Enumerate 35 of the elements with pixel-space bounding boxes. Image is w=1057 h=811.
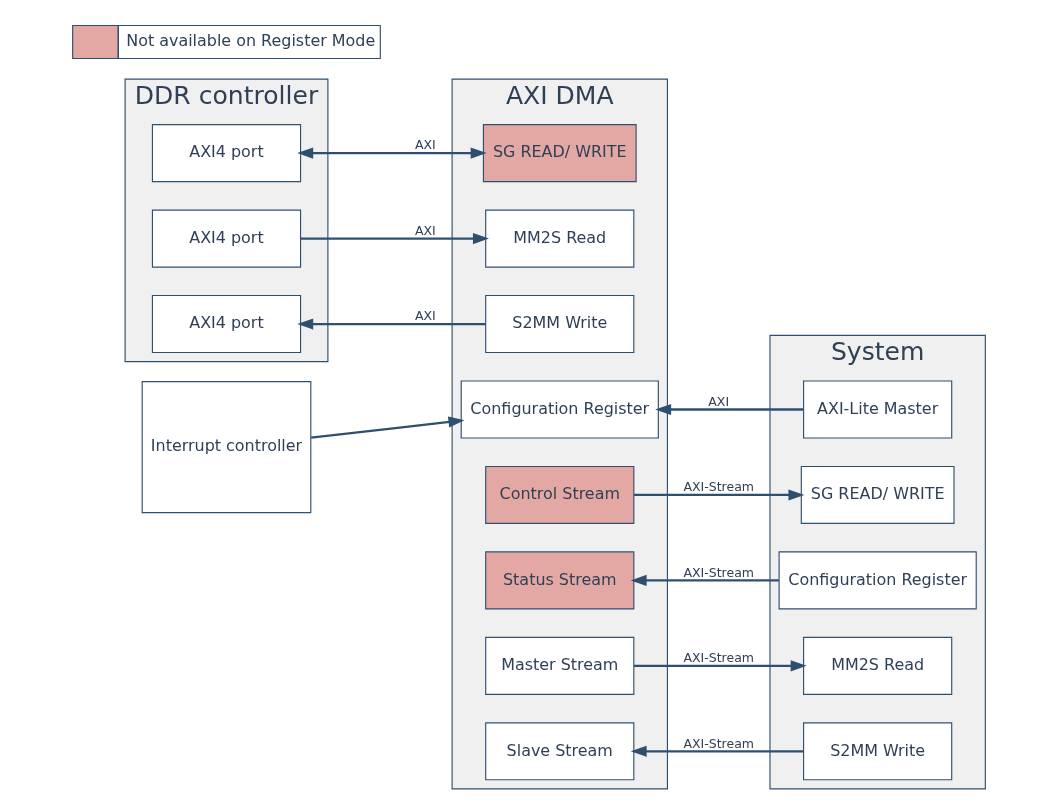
arrow — [296, 318, 485, 330]
node-box: Configuration Register — [778, 551, 977, 610]
edge-label: AXI-Stream — [682, 479, 754, 495]
node-box: Configuration Register — [460, 380, 659, 439]
node-box: Interrupt controller — [141, 381, 311, 514]
node-box: Slave Stream — [484, 722, 634, 781]
node-box: S2MM Write — [484, 295, 634, 354]
node-box: MM2S Read — [484, 209, 634, 268]
node-box: AXI-Lite Master — [802, 380, 952, 439]
arrow — [310, 416, 464, 439]
edge-label: AXI-Stream — [682, 735, 754, 751]
node-box: Status Stream — [484, 551, 634, 610]
node-box: Master Stream — [484, 636, 634, 695]
node-box: MM2S Read — [802, 636, 952, 695]
arrow — [300, 233, 489, 245]
node-box: SG READ/ WRITE — [482, 124, 637, 183]
edge-label: AXI — [707, 393, 729, 409]
node-box: Control Stream — [484, 465, 634, 524]
arrow — [633, 660, 807, 672]
arrow — [633, 489, 804, 501]
edge-label: AXI — [414, 137, 436, 153]
node-box: AXI4 port — [151, 295, 301, 354]
legend-label: Not available on Register Mode — [125, 31, 375, 51]
node-box: S2MM Write — [802, 722, 952, 781]
arrow — [654, 403, 803, 416]
arrow — [630, 745, 803, 757]
edge-label: AXI-Stream — [682, 650, 754, 666]
node-box: AXI4 port — [151, 209, 301, 268]
arrow — [630, 574, 779, 586]
node-box: AXI4 port — [151, 124, 301, 183]
node-box: SG READ/ WRITE — [800, 465, 955, 524]
arrow — [296, 147, 487, 159]
edge-label: AXI — [414, 222, 436, 238]
edge-label: AXI-Stream — [682, 564, 754, 580]
edge-label: AXI — [414, 308, 436, 324]
